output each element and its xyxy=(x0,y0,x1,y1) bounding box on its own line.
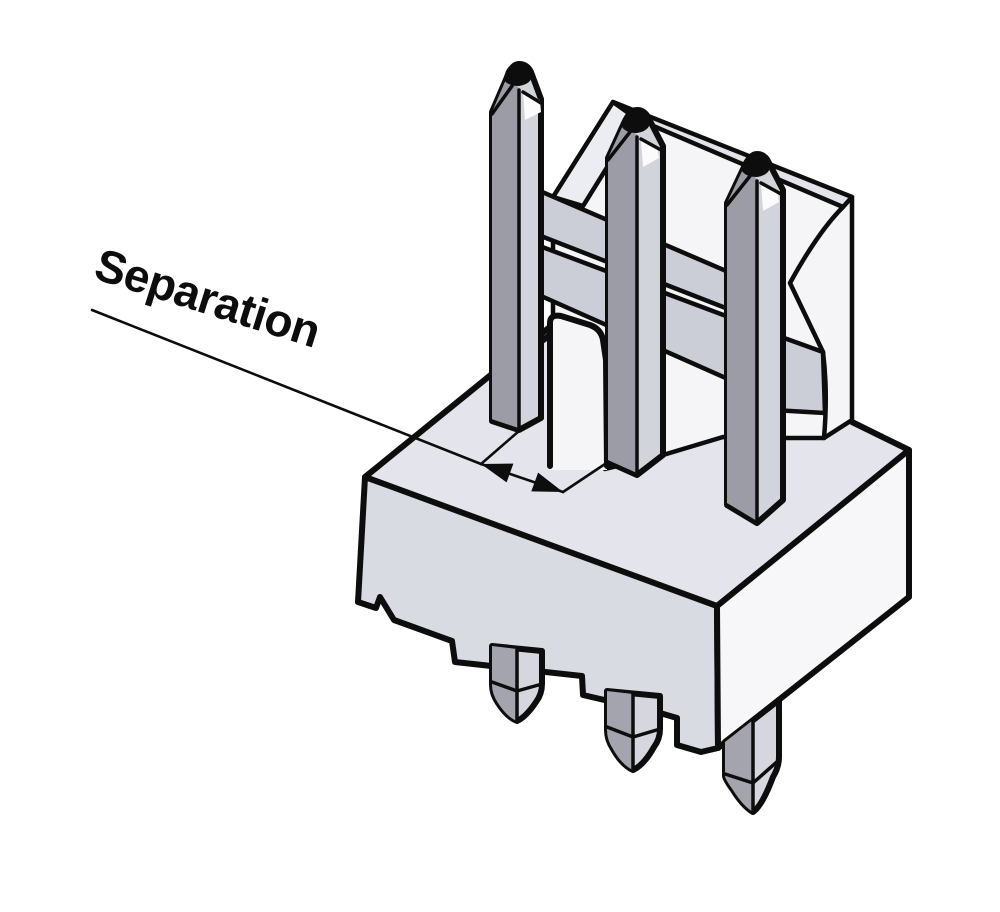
pin-3-base-edge xyxy=(725,498,785,525)
rear-wall xyxy=(502,99,855,472)
bottom-pin-1 xyxy=(489,643,545,724)
pin-1-tip-cap xyxy=(504,63,532,86)
arrowhead-left xyxy=(481,463,514,483)
arrowhead-right xyxy=(531,472,563,492)
extension-line-2 xyxy=(561,460,610,494)
pin-1-chamfer-right xyxy=(521,90,543,105)
body-front-face xyxy=(355,474,721,755)
extension-line-1 xyxy=(479,429,521,466)
bottom-pin-2 xyxy=(604,688,663,773)
bottom-pin-3 xyxy=(722,697,782,815)
separation-label: Separation xyxy=(89,238,327,358)
polarization-key xyxy=(550,315,607,470)
pin-2-chamfer-right xyxy=(639,137,663,152)
body-back-right-edge xyxy=(849,419,912,453)
pin-3-chamfer-right xyxy=(759,181,783,196)
pin-3-dark-face xyxy=(727,167,757,523)
bottom-pin-3-dark-face xyxy=(725,720,753,812)
pin-1-chamfer-left xyxy=(490,84,514,116)
pin-2-tip-cap xyxy=(622,110,650,133)
pin-2 xyxy=(605,107,666,478)
body-faces xyxy=(355,447,912,755)
pin-1 xyxy=(489,61,544,433)
polarization-key-outline xyxy=(547,312,610,469)
pin-1-dark-face xyxy=(492,77,519,430)
body-right-face xyxy=(714,447,912,751)
pin-2-base-edge xyxy=(606,453,665,477)
pin-3-tip-cap xyxy=(742,154,770,177)
bottom-pin-1-dark-face xyxy=(492,646,517,721)
pin-2-dark-face xyxy=(608,123,637,475)
leader-line xyxy=(90,308,483,466)
pin-3-chamfer-left xyxy=(725,174,752,207)
pin-3 xyxy=(724,151,786,526)
pin-2-chamfer-left xyxy=(606,130,632,162)
